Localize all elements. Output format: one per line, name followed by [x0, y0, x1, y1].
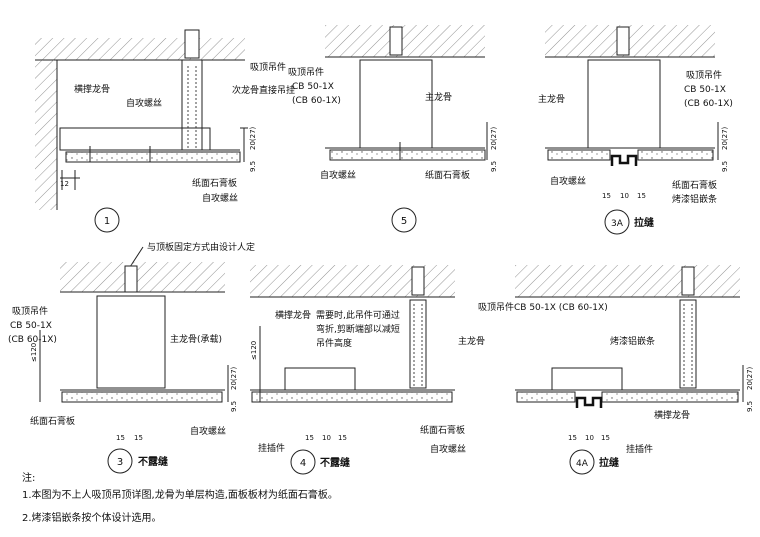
d4a-label-c: 挂插件 [626, 443, 653, 455]
d3-label-c: (CB 60-1X) [8, 335, 57, 345]
d5-label-c: (CB 60-1X) [292, 96, 341, 106]
d3-label-e: 纸面石膏板 [30, 415, 75, 427]
d4-label-f: 主龙骨 [458, 335, 485, 347]
d5-callout-circle [391, 207, 417, 233]
d4-label-a: 横撑龙骨 [275, 309, 311, 321]
d5-callout-number: 5 [401, 216, 407, 227]
notes-block: 注: 1.本图为不上人吸顶吊顶详图,龙骨为单层构造,面板板材为纸面石膏板。 2.… [22, 470, 338, 527]
d4a-callout-circle [569, 449, 595, 475]
d1-label-c: 吸顶吊件 [250, 61, 286, 73]
detail-3: 与顶板固定方式由设计人定 吸顶吊件 CB 50-1X (CB 60-1X) 主龙… [8, 241, 255, 474]
d1-dim-2: 9.5 [249, 161, 257, 172]
d5-label-d: 主龙骨 [425, 91, 452, 103]
d1-label-b: 自攻螺丝 [126, 97, 162, 109]
d1-dim-3: 12 [60, 180, 69, 188]
d1-label-e: 纸面石膏板 [192, 177, 237, 189]
d3a-dim-1: 20(27) [721, 126, 729, 150]
d3-callout-number: 3 [117, 457, 123, 468]
d3a-callout-number: 3A [611, 219, 624, 229]
d4-dim-10: 10 [322, 434, 331, 442]
d3a-caption: 拉缝 [634, 216, 654, 229]
d4-dim-15b: 15 [338, 434, 347, 442]
d3a-dim-2: 9.5 [721, 161, 729, 172]
d4a-callout-number: 4A [576, 459, 589, 469]
d5-label-f: 纸面石膏板 [425, 169, 470, 181]
d3a-dim-15a: 15 [602, 192, 611, 200]
d4a-dim-15a: 15 [568, 434, 577, 442]
d3a-callout-circle [604, 209, 630, 235]
d5-label-a: 吸顶吊件 [288, 66, 324, 78]
d4-label-d: 吊件高度 [316, 337, 352, 349]
d3a-label-g: 烤漆铝嵌条 [672, 193, 717, 205]
d1-dim-1: 20(27) [249, 126, 257, 150]
d4-label-h: 纸面石膏板 [420, 424, 465, 436]
d3a-label-e: 自攻螺丝 [550, 175, 586, 187]
d4a-dim-10: 10 [585, 434, 594, 442]
detail-1: 横撑龙骨 自攻螺丝 吸顶吊件 次龙骨直接吊挂 纸面石膏板 自攻螺丝 20(27)… [35, 29, 295, 233]
d4-label-e: 吸顶吊件CB 50-1X (CB 60-1X) [478, 301, 608, 313]
d3-dim-15a: 15 [116, 434, 125, 442]
d3-dim-0: ≤120 [30, 343, 38, 362]
d4a-dim-2: 9.5 [746, 401, 754, 412]
d1-callout-circle [94, 207, 120, 233]
d4-label-i: 自攻螺丝 [430, 443, 466, 455]
d3a-label-b: 吸顶吊件 [686, 69, 722, 81]
d3-label-b: CB 50-1X [10, 321, 52, 331]
d3a-label-d: (CB 60-1X) [684, 99, 733, 109]
d5-dim-2: 9.5 [490, 161, 498, 172]
d3-label-f: 自攻螺丝 [190, 425, 226, 437]
d4a-dim-15b: 15 [601, 434, 610, 442]
d3-dim-15b: 15 [134, 434, 143, 442]
d4a-label-b: 横撑龙骨 [654, 409, 690, 421]
d4-label-b: 需要时,此吊件可通过 [316, 309, 400, 321]
d4-callout-circle [290, 449, 316, 475]
detail-3a: 主龙骨 吸顶吊件 CB 50-1X (CB 60-1X) 自攻螺丝 纸面石膏板 … [538, 25, 733, 235]
d1-label-a: 横撑龙骨 [74, 83, 110, 95]
d3a-label-f: 纸面石膏板 [672, 179, 717, 191]
d3a-label-c: CB 50-1X [684, 85, 726, 95]
d3a-dim-10: 10 [620, 192, 629, 200]
d3-label-d: 主龙骨(承载) [170, 333, 222, 345]
d5-dim-1: 20(27) [490, 126, 498, 150]
d5-label-b: CB 50-1X [292, 82, 334, 92]
d4a-label-a: 烤漆铝嵌条 [610, 335, 655, 347]
d5-label-e: 自攻螺丝 [320, 169, 356, 181]
d4-label-c: 弯折,剪断端部以减短 [316, 323, 400, 335]
d1-label-d: 次龙骨直接吊挂 [232, 84, 295, 96]
d4-callout-number: 4 [300, 458, 306, 469]
detail-4a: 烤漆铝嵌条 横撑龙骨 挂插件 20(27) 9.5 15 10 15 4A 拉缝 [515, 265, 754, 475]
d1-callout-number: 1 [104, 216, 110, 227]
d3a-dim-15b: 15 [637, 192, 646, 200]
d3-callout-circle [107, 448, 133, 474]
d3a-label-a: 主龙骨 [538, 93, 565, 105]
d4-caption: 不露缝 [320, 456, 350, 469]
d3-label-a: 吸顶吊件 [12, 305, 48, 317]
d3-dim-1: 20(27) [230, 366, 238, 390]
d4-dim-15a: 15 [305, 434, 314, 442]
d4-label-g: 挂插件 [258, 442, 285, 454]
d4a-caption: 拉缝 [599, 456, 619, 469]
d3-caption: 不露缝 [138, 455, 168, 468]
d1-label-f: 自攻螺丝 [202, 192, 238, 204]
detail-5: 吸顶吊件 CB 50-1X (CB 60-1X) 主龙骨 自攻螺丝 纸面石膏板 … [288, 25, 498, 233]
notes-title: 注: [22, 473, 36, 484]
d4a-dim-1: 20(27) [746, 366, 754, 390]
d3-label-top: 与顶板固定方式由设计人定 [147, 241, 255, 253]
d3-dim-2: 9.5 [230, 401, 238, 412]
detail-4: 横撑龙骨 需要时,此吊件可通过 弯折,剪断端部以减短 吊件高度 吸顶吊件CB 5… [250, 265, 608, 475]
note-2: 2.烤漆铝嵌条按个体设计选用。 [22, 513, 162, 524]
note-1: 1.本图为不上人吸顶吊顶详图,龙骨为单层构造,面板板材为纸面石膏板。 [22, 490, 338, 501]
d4-dim-0: ≤120 [250, 341, 258, 360]
